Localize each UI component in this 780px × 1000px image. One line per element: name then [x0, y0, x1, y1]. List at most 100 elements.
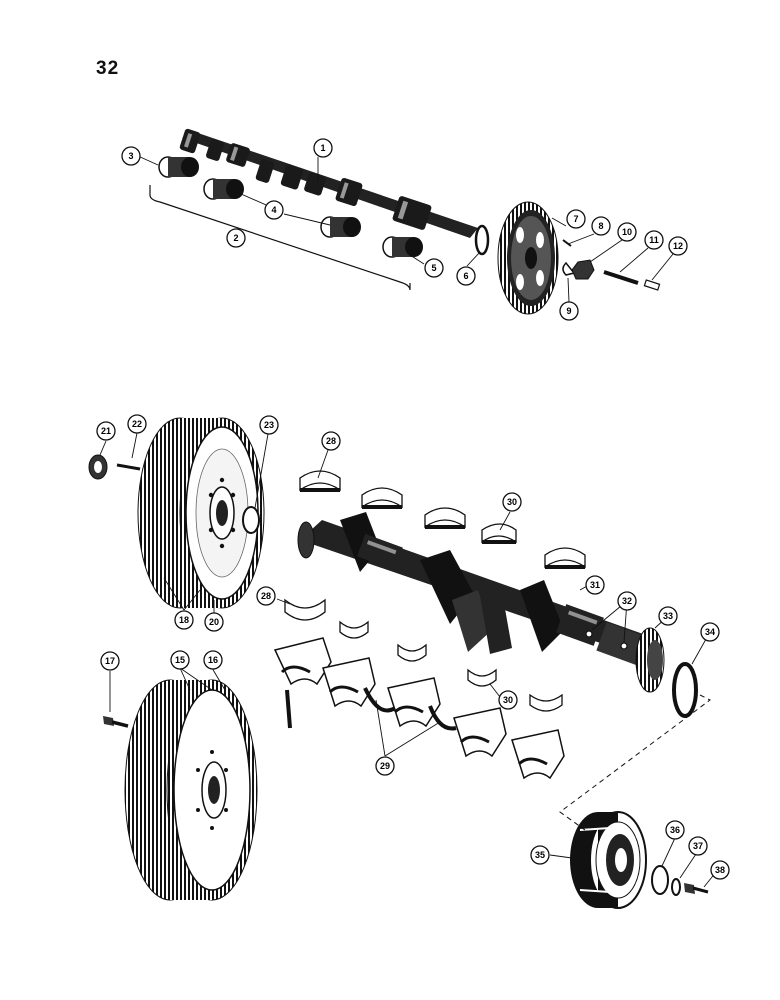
- main-bearing-cap: [273, 637, 332, 686]
- callout-5: 5: [424, 258, 444, 278]
- svg-text:37: 37: [693, 841, 703, 851]
- callout-28-lower: 28: [256, 586, 276, 606]
- callout-16: 16: [203, 650, 223, 670]
- callout-28-upper: 28: [321, 431, 341, 451]
- lock-washer: [671, 878, 681, 896]
- upper-bearing-shell: [361, 487, 403, 509]
- upper-bearing-shell: [424, 507, 466, 529]
- pilot-bearing: [242, 506, 260, 534]
- callout-29: 29: [375, 756, 395, 776]
- callout-23: 23: [259, 415, 279, 435]
- svg-text:22: 22: [132, 419, 142, 429]
- upper-bearing-shell: [481, 523, 517, 544]
- callout-17: 17: [100, 651, 120, 671]
- callout-8: 8: [591, 216, 611, 236]
- svg-text:2: 2: [233, 233, 238, 243]
- callout-1: 1: [313, 138, 333, 158]
- callout-18: 18: [174, 610, 194, 630]
- svg-text:7: 7: [573, 214, 578, 224]
- callout-3: 3: [121, 146, 141, 166]
- flywheel-with-ring-gear: [137, 417, 265, 609]
- camshaft-bearing: [320, 216, 361, 238]
- callout-4: 4: [264, 200, 284, 220]
- svg-text:31: 31: [590, 580, 600, 590]
- crankshaft-gear: [635, 627, 665, 693]
- callout-7: 7: [566, 209, 586, 229]
- callout-34: 34: [700, 622, 720, 642]
- svg-text:12: 12: [673, 241, 683, 251]
- callout-20: 20: [204, 612, 224, 632]
- lower-bearing-shell: [529, 693, 563, 712]
- dowel-stud: [285, 689, 292, 729]
- lower-bearing-shell: [339, 620, 369, 639]
- svg-text:16: 16: [208, 655, 218, 665]
- callout-35: 35: [530, 845, 550, 865]
- gear-nut: [571, 259, 595, 280]
- svg-text:20: 20: [209, 617, 219, 627]
- callout-33: 33: [658, 606, 678, 626]
- svg-text:3: 3: [128, 151, 133, 161]
- camshaft-bearing: [158, 156, 199, 178]
- pulley-spacer: [651, 865, 669, 895]
- svg-text:11: 11: [649, 235, 659, 245]
- main-bearing-cap: [511, 729, 565, 780]
- lower-bearing-shell: [397, 643, 427, 662]
- callout-38: 38: [710, 860, 730, 880]
- callout-30-upper: 30: [502, 492, 522, 512]
- woodruff-key: [562, 239, 572, 247]
- callout-22: 22: [127, 414, 147, 434]
- svg-text:38: 38: [715, 865, 725, 875]
- svg-text:21: 21: [101, 426, 111, 436]
- svg-text:1: 1: [320, 143, 325, 153]
- crankshaft: [297, 512, 660, 668]
- thrust-washer: [363, 687, 397, 713]
- thrust-washer: [428, 705, 457, 731]
- svg-text:28: 28: [326, 436, 336, 446]
- callout-11: 11: [644, 230, 664, 250]
- camshaft-bearing: [203, 178, 244, 200]
- svg-text:33: 33: [663, 611, 673, 621]
- svg-text:28: 28: [261, 591, 271, 601]
- callout-31: 31: [585, 575, 605, 595]
- callout-12: 12: [668, 236, 688, 256]
- lock-plate: [562, 261, 576, 276]
- bracket-line: [149, 185, 411, 291]
- callout-32: 32: [617, 591, 637, 611]
- lower-bearing-shell: [284, 598, 326, 621]
- flywheel-with-ring-gear-alt: [124, 679, 258, 901]
- lower-bearing-shell: [467, 668, 497, 687]
- callout-37: 37: [688, 836, 708, 856]
- main-bearing-cap: [453, 707, 507, 758]
- callout-21: 21: [96, 421, 116, 441]
- callout-30-lower: 30: [498, 690, 518, 710]
- callout-2: 2: [226, 228, 246, 248]
- svg-text:9: 9: [566, 306, 571, 316]
- pulley-bolt: [684, 883, 709, 894]
- svg-text:15: 15: [175, 655, 185, 665]
- dowel-pin: [643, 279, 661, 291]
- svg-text:6: 6: [463, 271, 468, 281]
- callout-15: 15: [170, 650, 190, 670]
- camshaft: [179, 128, 478, 238]
- svg-text:29: 29: [380, 761, 390, 771]
- callout-6: 6: [456, 266, 476, 286]
- crankshaft-key: [585, 630, 593, 638]
- callout-10: 10: [617, 222, 637, 242]
- svg-text:4: 4: [271, 205, 276, 215]
- page-number: 32: [96, 58, 120, 79]
- svg-text:30: 30: [507, 497, 517, 507]
- svg-text:17: 17: [105, 656, 115, 666]
- svg-text:5: 5: [431, 263, 436, 273]
- thrust-washer: [474, 224, 490, 256]
- callout-36: 36: [665, 820, 685, 840]
- svg-text:8: 8: [598, 221, 603, 231]
- svg-text:32: 32: [622, 596, 632, 606]
- callout-19: 19: [0, 0, 10, 2]
- svg-text:18: 18: [179, 615, 189, 625]
- upper-bearing-shell: [299, 470, 341, 492]
- crankshaft-key: [620, 642, 628, 650]
- svg-text:23: 23: [264, 420, 274, 430]
- svg-text:10: 10: [622, 227, 632, 237]
- upper-bearing-shell: [544, 547, 586, 569]
